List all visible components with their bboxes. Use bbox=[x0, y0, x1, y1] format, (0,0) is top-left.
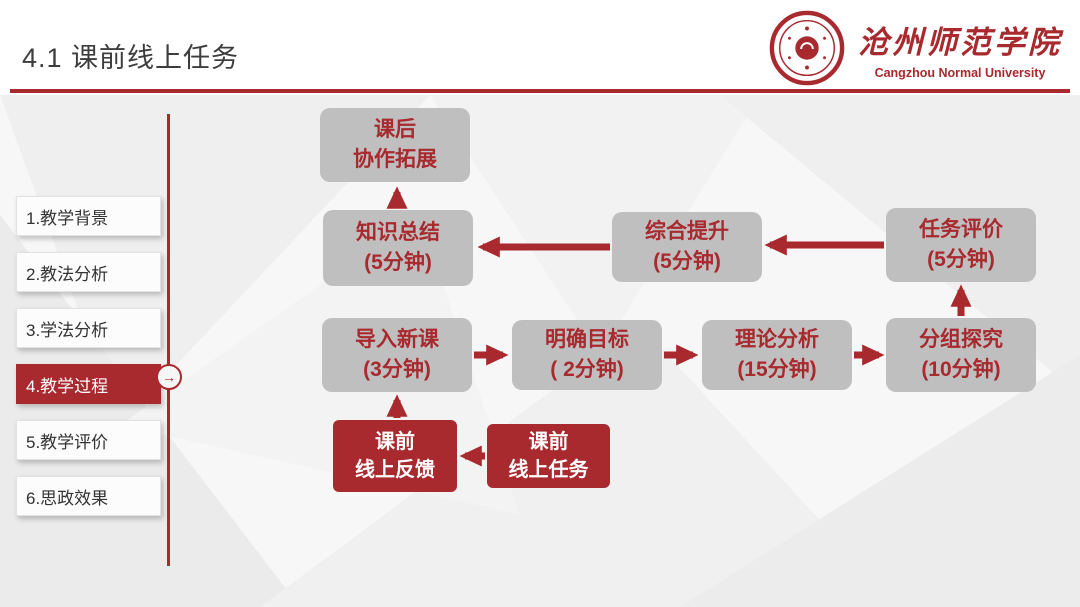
sidebar-item-teaching-background: 1.教学背景 bbox=[16, 196, 161, 236]
flow-node-line: (3分钟) bbox=[363, 358, 431, 381]
flow-node-line: 分组探究 bbox=[919, 328, 1003, 352]
flow-node-line: 知识总结 bbox=[356, 221, 440, 245]
flow-node-line: (5分钟) bbox=[927, 248, 995, 271]
university-name: 沧州师范学院 Cangzhou Normal University bbox=[858, 17, 1066, 80]
flow-node-task-evaluation: 任务评价 (5分钟) bbox=[886, 208, 1036, 282]
flow-node-line: 导入新课 bbox=[355, 328, 439, 352]
university-logo: 沧州师范学院 Cangzhou Normal University bbox=[768, 6, 1066, 90]
university-seal-icon bbox=[769, 10, 845, 86]
flow-node-line: (5分钟) bbox=[653, 250, 721, 273]
title-divider-line bbox=[10, 89, 1070, 93]
university-name-zh: 沧州师范学院 bbox=[858, 24, 1062, 60]
sidebar-item-teaching-process: 4.教学过程 bbox=[16, 364, 161, 404]
flow-node-introduce-new-lesson: 导入新课 (3分钟) bbox=[322, 318, 472, 392]
sidebar: 1.教学背景 2.教法分析 3.学法分析 4.教学过程 5.教学评价 6.思政效… bbox=[16, 196, 161, 532]
flow-node-line: 课前 bbox=[528, 430, 569, 453]
flow-node-line: 协作拓展 bbox=[353, 148, 437, 171]
flow-node-line: 线上反馈 bbox=[355, 459, 435, 481]
background-facet bbox=[680, 355, 1080, 607]
flow-node-line: (5分钟) bbox=[364, 251, 432, 274]
page-title: 4.1 课前线上任务 bbox=[22, 43, 240, 73]
flow-node-knowledge-summary: 知识总结 (5分钟) bbox=[323, 210, 473, 286]
background-facet bbox=[430, 95, 760, 355]
university-name-en: Cangzhou Normal University bbox=[874, 65, 1046, 80]
flow-node-preclass-online-task: 课前 线上任务 bbox=[487, 424, 610, 488]
flow-node-line: 课前 bbox=[375, 430, 415, 453]
flow-node-group-exploration: 分组探究 (10分钟) bbox=[886, 318, 1036, 392]
flow-node-clarify-goals: 明确目标 ( 2分钟) bbox=[512, 320, 662, 390]
active-item-arrow-icon: → bbox=[156, 364, 182, 390]
flow-node-line: 明确目标 bbox=[545, 328, 629, 352]
flow-node-theory-analysis: 理论分析 (15分钟) bbox=[702, 320, 852, 390]
flow-node-after-class-expansion: 课后 协作拓展 bbox=[320, 108, 470, 182]
slide-header: 4.1 课前线上任务 沧州师范学院 Cangzhou Normal Univer… bbox=[0, 0, 1080, 95]
flow-node-line: (15分钟) bbox=[737, 358, 817, 381]
flow-node-line: (10分钟) bbox=[921, 358, 1001, 381]
sidebar-vertical-line bbox=[167, 114, 170, 566]
flow-node-preclass-online-feedback: 课前 线上反馈 bbox=[333, 420, 457, 492]
sidebar-item-teaching-evaluation: 5.教学评价 bbox=[16, 420, 161, 460]
sidebar-item-teaching-method-analysis: 2.教法分析 bbox=[16, 252, 161, 292]
flow-node-line: 任务评价 bbox=[919, 218, 1003, 242]
flow-node-line: 课后 bbox=[374, 118, 416, 142]
flow-node-line: ( 2分钟) bbox=[550, 358, 624, 381]
flow-node-comprehensive-improvement: 综合提升 (5分钟) bbox=[612, 212, 762, 282]
flow-node-line: 线上任务 bbox=[508, 459, 589, 481]
sidebar-item-learning-method-analysis: 3.学法分析 bbox=[16, 308, 161, 348]
flow-node-line: 综合提升 bbox=[645, 220, 729, 244]
sidebar-item-ideological-effect: 6.思政效果 bbox=[16, 476, 161, 516]
flow-node-line: 理论分析 bbox=[735, 328, 819, 352]
